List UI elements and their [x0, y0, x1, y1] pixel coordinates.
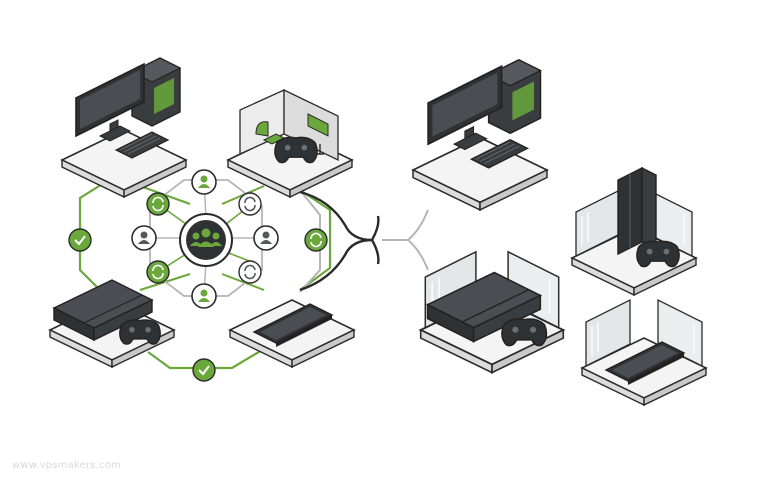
user-icon: [253, 225, 279, 251]
central-hub: [131, 169, 328, 309]
dark-link-left: [299, 190, 373, 292]
group-users-icon: [179, 213, 233, 267]
splitter-fork: [370, 215, 380, 265]
check-icon: [192, 358, 216, 382]
user-icon: [191, 169, 217, 195]
user-icon: [191, 283, 217, 309]
sync-icon: [304, 228, 328, 252]
left-gaming-room: [227, 88, 353, 198]
sync-icon: [238, 260, 262, 284]
gray-link-right: [382, 209, 429, 271]
right-tower-console: [571, 166, 697, 296]
right-desktop: [412, 58, 548, 211]
sync-icon: [146, 192, 170, 216]
sync-icon: [238, 192, 262, 216]
right-game-console: [419, 250, 565, 374]
watermark-text: www.vpsmakers.com: [12, 460, 121, 471]
check-icon: [68, 228, 92, 252]
left-desktop: [61, 57, 187, 198]
user-icon: [131, 225, 157, 251]
sync-icon: [146, 260, 170, 284]
right-smartphone: [581, 299, 707, 406]
left-game-console: [49, 279, 175, 368]
